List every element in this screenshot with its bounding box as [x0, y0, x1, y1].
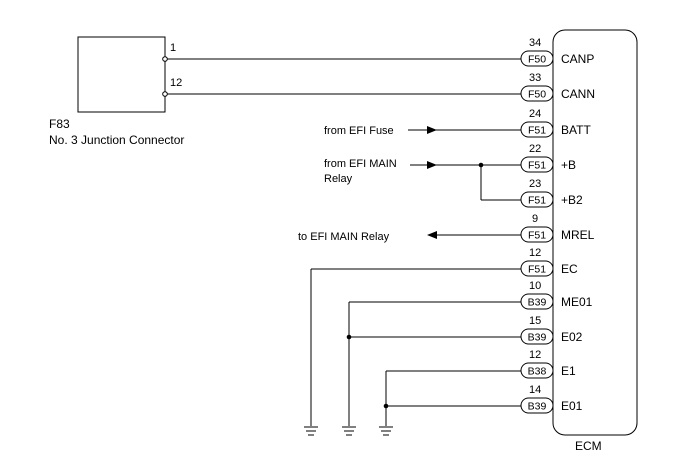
plus-b-arrow-icon — [427, 161, 437, 169]
connector-id: F51 — [528, 195, 546, 207]
terminal-name: CANP — [561, 52, 594, 66]
ecm-terminal-ec: 12 F51 EC — [520, 247, 578, 277]
terminal-name: E01 — [561, 399, 583, 413]
terminal-name: E02 — [561, 330, 583, 344]
efi-main-relay-label-line2: Relay — [324, 173, 353, 185]
terminal-pin-number: 15 — [529, 315, 541, 327]
to-efi-main-relay-label: to EFI MAIN Relay — [298, 231, 390, 243]
terminal-pin-number: 22 — [529, 143, 541, 155]
terminal-name: CANN — [561, 87, 595, 101]
ecm-terminal-plus-b2: 23 F51 +B2 — [520, 178, 583, 208]
junction-connector-box — [77, 36, 166, 113]
terminal-name: ME01 — [561, 295, 593, 309]
batt-arrow-icon — [427, 126, 437, 134]
connector-capsule — [520, 293, 554, 310]
terminal-pin-number: 10 — [529, 280, 541, 292]
ecm-terminal-batt: 24 F51 BATT — [520, 108, 591, 138]
junction-pin-1-terminal — [162, 56, 168, 62]
connector-capsule — [520, 328, 554, 345]
connector-capsule — [520, 50, 554, 67]
connector-id: B38 — [528, 366, 547, 378]
connector-id: F51 — [528, 264, 546, 276]
junction-pin-1-label: 1 — [170, 42, 176, 54]
terminal-pin-number: 23 — [529, 178, 541, 190]
ground-icon — [342, 426, 356, 436]
junction-pin-12-label: 12 — [170, 77, 182, 89]
connector-capsule — [520, 156, 554, 173]
connector-id: B39 — [528, 401, 547, 413]
ecm-terminal-mrel: 9 F51 MREL — [520, 213, 595, 243]
e02-splice-dot — [346, 334, 352, 340]
terminal-name: +B2 — [561, 193, 583, 207]
terminal-pin-number: 14 — [529, 384, 541, 396]
terminal-name: +B — [561, 158, 576, 172]
efi-main-relay-label-line1: from EFI MAIN — [324, 158, 397, 170]
connector-id: B39 — [528, 297, 547, 309]
connector-capsule — [520, 226, 554, 243]
connector-capsule — [520, 191, 554, 208]
terminal-pin-number: 33 — [529, 72, 541, 84]
connector-capsule — [520, 397, 554, 414]
e01-splice-dot — [383, 403, 389, 409]
terminal-pin-number: 9 — [532, 213, 538, 225]
ecm-label: ECM — [575, 439, 602, 453]
ecm-terminal-e02: 15 B39 E02 — [520, 315, 583, 345]
connector-id: F51 — [528, 125, 546, 137]
terminal-name: EC — [561, 262, 578, 276]
ecm-terminal-e01: 14 B39 E01 — [520, 384, 583, 414]
junction-pin-12-terminal — [162, 91, 168, 97]
connector-id: B39 — [528, 332, 547, 344]
terminal-name: E1 — [561, 364, 576, 378]
ecm-terminal-cann: 33 F50 CANN — [520, 72, 595, 102]
connector-id: F51 — [528, 230, 546, 242]
connector-capsule — [520, 362, 554, 379]
connector-id: F51 — [528, 160, 546, 172]
connector-id: F50 — [528, 54, 546, 66]
plus-b-splice-dot — [478, 162, 484, 168]
ecm-terminal-canp: 34 F50 CANP — [520, 37, 594, 67]
ecm-terminal-plus-b: 22 F51 +B — [520, 143, 576, 173]
connector-capsule — [520, 85, 554, 102]
connector-id: F50 — [528, 89, 546, 101]
ground-icon — [304, 426, 318, 436]
ecm-terminal-me01: 10 B39 ME01 — [520, 280, 593, 310]
ecm-terminal-e1: 12 B38 E1 — [520, 349, 576, 379]
terminal-pin-number: 12 — [529, 349, 541, 361]
mrel-arrow-icon — [427, 231, 437, 239]
terminal-pin-number: 34 — [529, 37, 541, 49]
efi-fuse-label: from EFI Fuse — [324, 125, 394, 137]
terminal-name: BATT — [561, 123, 591, 137]
ground-icon — [379, 426, 393, 436]
terminal-pin-number: 24 — [529, 108, 541, 120]
connector-capsule — [520, 121, 554, 138]
terminal-pin-number: 12 — [529, 247, 541, 259]
terminal-name: MREL — [561, 228, 595, 242]
connector-capsule — [520, 260, 554, 277]
junction-connector-name: No. 3 Junction Connector — [49, 133, 184, 147]
junction-connector-id: F83 — [49, 117, 70, 131]
